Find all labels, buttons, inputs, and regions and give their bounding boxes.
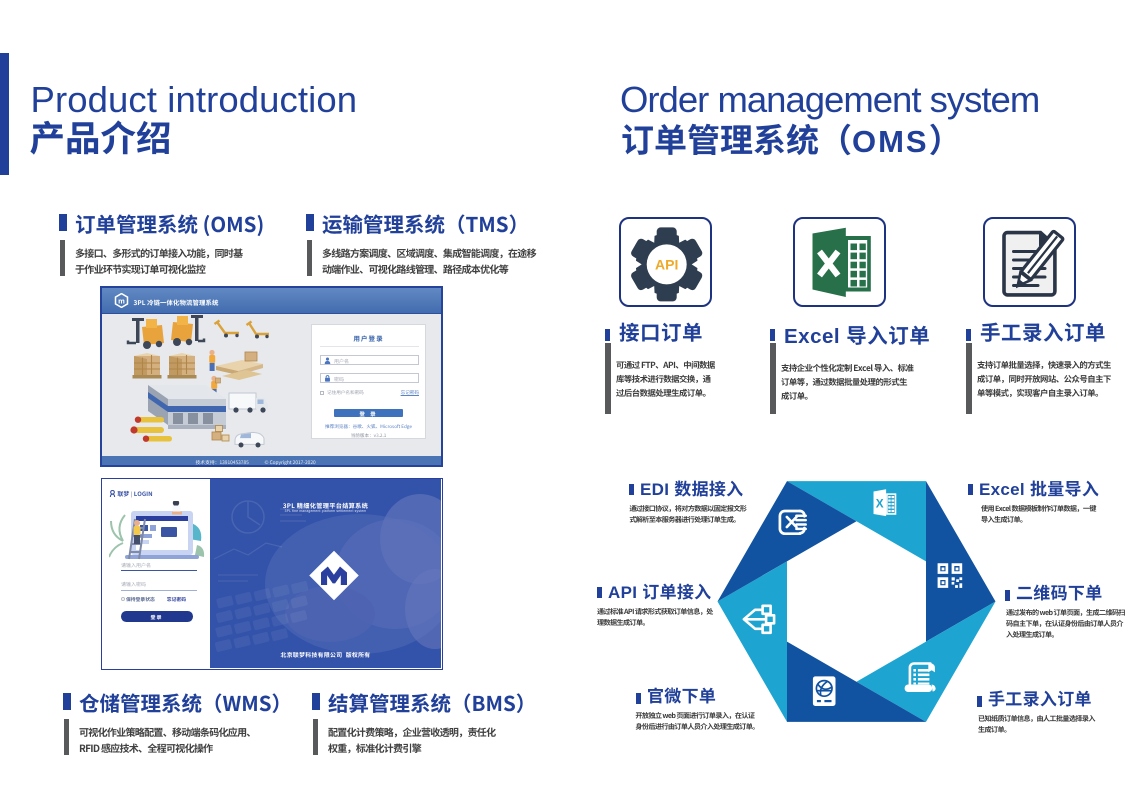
svg-text:m: m [118, 297, 125, 306]
svg-text:API: API [655, 256, 678, 272]
svg-text:X: X [876, 498, 884, 511]
